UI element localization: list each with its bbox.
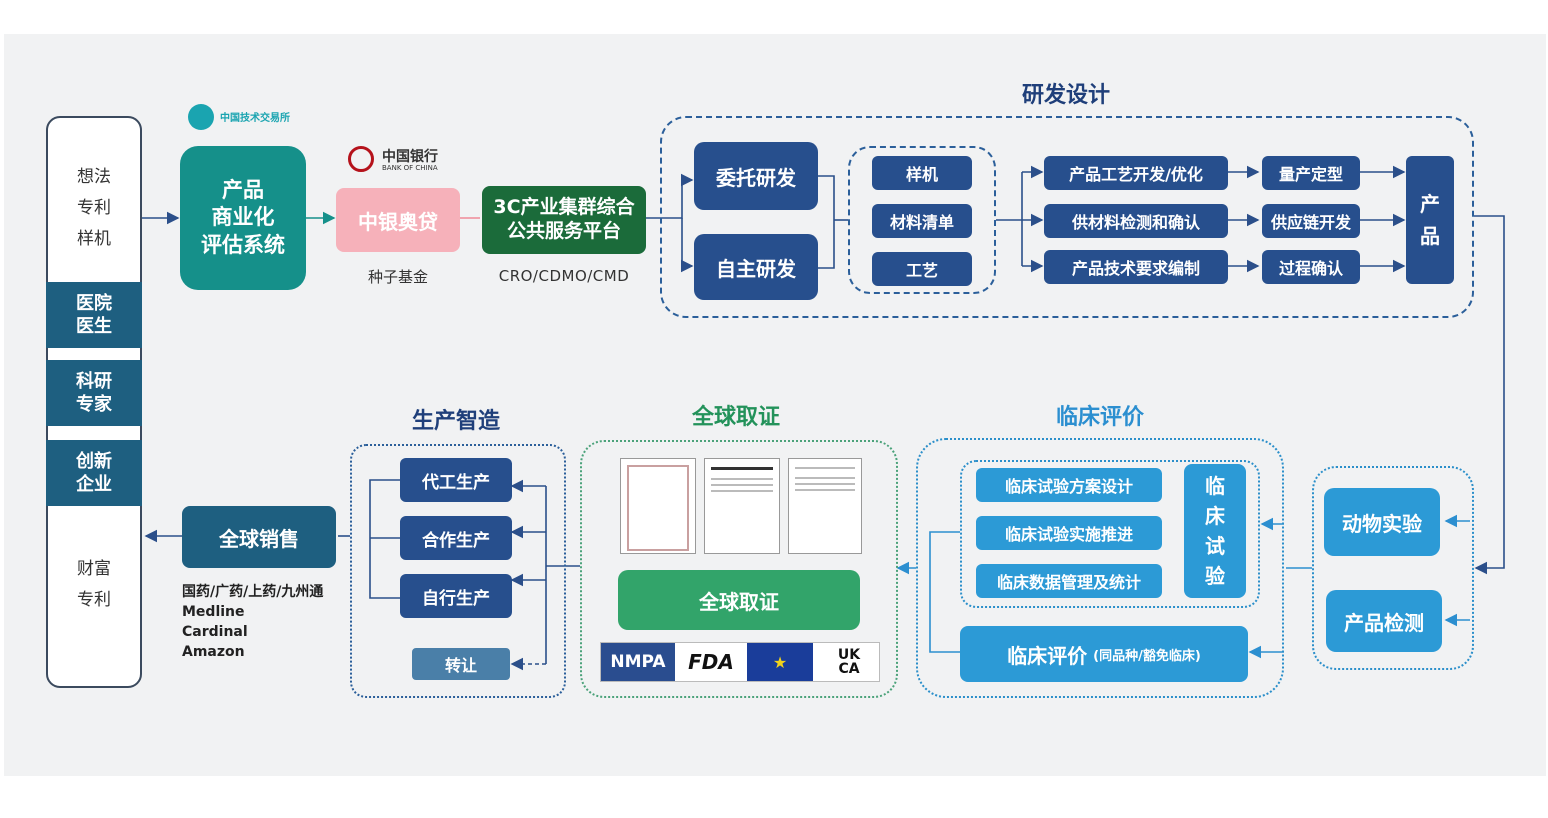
left-item-prototype: 样机 (77, 229, 111, 249)
ce-eu-flag-icon: ★ (747, 643, 813, 681)
left-item-idea: 想法 (77, 167, 111, 187)
clinical-group (916, 438, 1284, 698)
oem-production-box: 代工生产 (400, 458, 512, 502)
rd-design-title: 研发设计 (1021, 83, 1110, 108)
certification-title: 全球取证 (691, 405, 780, 430)
sales-channel-china: 国药/广药/上药/九州通 (182, 584, 324, 600)
cert-marks-strip: NMPA FDA ★ UK CA (600, 642, 880, 682)
self-rd-box: 自主研发 (694, 234, 818, 300)
clinical-evaluation-note: (同品种/豁免临床) (1093, 648, 1201, 664)
cte-logo-icon (188, 104, 214, 130)
clinical-evaluation-box: 临床评价 (同品种/豁免临床) (960, 626, 1248, 682)
cte-logo-text: 中国技术交易所 (220, 113, 290, 124)
bank-logo-subtext: BANK OF CHINA (382, 164, 438, 172)
certification-group (580, 440, 898, 698)
platform-box: 3C产业集群综合 公共服务平台 (482, 186, 646, 254)
left-item-patent-2: 专利 (77, 590, 111, 610)
transfer-box: 转让 (412, 648, 510, 680)
rd-design-group (660, 116, 1474, 318)
own-production-box: 自行生产 (400, 574, 512, 618)
fda-mark: FDA (688, 650, 734, 674)
sales-channel-cardinal: Cardinal (182, 624, 248, 640)
certificate-image-1 (620, 458, 696, 554)
loan-box: 中银奥贷 (336, 188, 460, 252)
trial-design-box: 临床试验方案设计 (976, 468, 1162, 502)
manufacturing-group (350, 444, 566, 698)
mass-production-box: 量产定型 (1262, 156, 1360, 190)
rd-items-group (848, 146, 996, 294)
process-dev-box: 产品工艺开发/优化 (1044, 156, 1228, 190)
left-block-research: 科研 专家 (46, 360, 142, 426)
eval-system-box: 产品 商业化 评估系统 (180, 146, 306, 290)
prototype-box: 样机 (872, 156, 972, 190)
commissioned-rd-box: 委托研发 (694, 142, 818, 210)
sales-channel-medline: Medline (182, 604, 245, 620)
bom-box: 材料清单 (872, 204, 972, 238)
platform-caption: CRO/CDMO/CMD (498, 267, 630, 285)
certificate-image-2 (704, 458, 780, 554)
sales-channel-amazon: Amazon (182, 644, 245, 660)
sales-channels: 国药/广药/上药/九州通 Medline Cardinal Amazon (182, 582, 323, 662)
certification-button: 全球取证 (618, 570, 860, 630)
clinical-trial-group (960, 460, 1260, 608)
loan-caption: 种子基金 (367, 268, 428, 286)
left-block-hospital: 医院 医生 (46, 282, 142, 348)
tests-group (1312, 466, 1474, 670)
manufacturing-title: 生产智造 (411, 409, 500, 434)
animal-test-box: 动物实验 (1324, 488, 1440, 556)
trial-implementation-box: 临床试验实施推进 (976, 516, 1162, 550)
ukca-mark: UK CA (837, 647, 861, 677)
bank-logo-text: 中国银行 (382, 149, 438, 165)
clinical-trial-box: 临 床 试 验 (1184, 464, 1246, 598)
supply-chain-box: 供应链开发 (1262, 204, 1360, 238)
process-validation-box: 过程确认 (1262, 250, 1360, 284)
nmpa-mark: NMPA (601, 643, 675, 681)
certificate-image-3 (788, 458, 862, 554)
global-sales-box: 全球销售 (182, 506, 336, 568)
material-test-box: 供材料检测和确认 (1044, 204, 1228, 238)
left-column: 想法 专利 样机 医院 医生 科研 专家 创新 企业 财富 专利 (46, 116, 142, 688)
clinical-evaluation-label: 临床评价 (1007, 643, 1088, 668)
craft-box: 工艺 (872, 252, 972, 286)
clinical-title: 临床评价 (1055, 405, 1144, 430)
left-item-wealth: 财富 (77, 559, 111, 579)
bank-of-china-logo-icon (348, 146, 374, 172)
joint-production-box: 合作生产 (400, 516, 512, 560)
left-item-patent: 专利 (77, 198, 111, 218)
product-inspection-box: 产品检测 (1326, 590, 1442, 652)
product-box: 产 品 (1406, 156, 1454, 284)
tech-req-box: 产品技术要求编制 (1044, 250, 1228, 284)
left-block-enterprise: 创新 企业 (46, 440, 142, 506)
data-management-box: 临床数据管理及统计 (976, 564, 1162, 598)
